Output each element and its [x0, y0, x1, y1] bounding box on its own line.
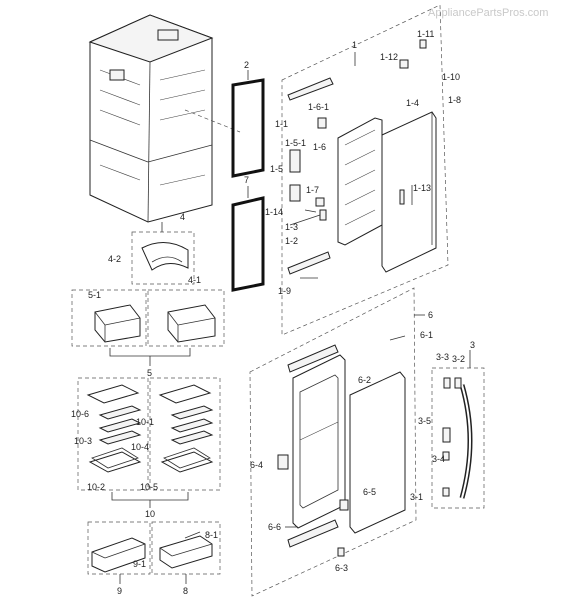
label-8: 8 [183, 586, 188, 596]
label-4-1: 4-1 [188, 275, 201, 285]
label-6: 6 [428, 310, 433, 320]
label-10-2: 10-2 [87, 482, 105, 492]
label-1-8: 1-8 [448, 95, 461, 105]
door-bin-9-1 [91, 537, 146, 573]
assembly-9-box [87, 521, 151, 575]
bin-4-2 [141, 242, 189, 271]
label-1-12: 1-12 [380, 52, 398, 62]
crisper-bin-5-right [167, 304, 216, 343]
label-10-6: 10-6 [71, 409, 89, 419]
label-1-13: 1-13 [413, 183, 431, 193]
label-3-2: 3-2 [452, 354, 465, 364]
outer-door-panel-1-4 [381, 111, 437, 273]
door-gasket-7 [231, 186, 265, 292]
watermark-text: AppliancePartsPros.com [428, 7, 548, 19]
label-3-3: 3-3 [436, 352, 449, 362]
label-1-2: 1-2 [285, 236, 298, 246]
assembly-5-left-box [71, 289, 147, 347]
label-6-5: 6-5 [363, 487, 376, 497]
label-10-5: 10-5 [140, 482, 158, 492]
door-parts-1 [287, 39, 427, 279]
assembly-3-box [431, 367, 485, 509]
label-7: 7 [244, 175, 249, 185]
assembly-10-right-box [149, 377, 221, 491]
assembly-1-boundary [281, 4, 449, 336]
label-6-2: 6-2 [358, 375, 371, 385]
label-6-6: 6-6 [268, 522, 281, 532]
label-1-6-1: 1-6-1 [308, 102, 329, 112]
label-6-4: 6-4 [250, 460, 263, 470]
label-9: 9 [117, 586, 122, 596]
door-gasket-2 [231, 70, 265, 178]
label-1: 1 [352, 40, 357, 50]
label-10-1: 10-1 [136, 417, 154, 427]
label-4-2: 4-2 [108, 254, 121, 264]
label-1-7: 1-7 [306, 185, 319, 195]
label-1-5: 1-5 [270, 164, 283, 174]
label-10: 10 [145, 509, 155, 519]
label-1-3: 1-3 [285, 222, 298, 232]
label-8-1: 8-1 [205, 530, 218, 540]
refrigerator-cabinet [88, 14, 241, 223]
label-2: 2 [244, 60, 249, 70]
label-3-4: 3-4 [432, 454, 445, 464]
label-1-6: 1-6 [313, 142, 326, 152]
label-5: 5 [147, 368, 152, 378]
label-5-1: 5-1 [88, 290, 101, 300]
label-1-4: 1-4 [406, 98, 419, 108]
door-liner-6 [292, 354, 346, 529]
outer-door-panel-6-2 [349, 371, 406, 534]
label-3-1: 3-1 [410, 492, 423, 502]
door-liner-1 [337, 117, 383, 246]
door-bin-8 [159, 531, 213, 569]
label-1-9: 1-9 [278, 286, 291, 296]
assembly-10-left-box [77, 377, 149, 491]
drawer-tray-10-right [158, 384, 214, 473]
label-1-10: 1-10 [442, 72, 460, 82]
label-10-4: 10-4 [131, 442, 149, 452]
label-6-1: 6-1 [420, 330, 433, 340]
label-3: 3 [470, 340, 475, 350]
assembly-6-boundary [249, 287, 417, 597]
label-10-3: 10-3 [74, 436, 92, 446]
label-4: 4 [180, 212, 185, 222]
assembly-4-box [131, 231, 195, 285]
label-9-1: 9-1 [133, 559, 146, 569]
label-1-5-1: 1-5-1 [285, 138, 306, 148]
door-handle-3 [442, 377, 473, 499]
label-1-1: 1-1 [275, 119, 288, 129]
label-1-11: 1-11 [417, 29, 434, 39]
label-1-14: 1-14 [265, 207, 283, 217]
drawer-tray-10-left [86, 384, 142, 473]
label-3-5: 3-5 [418, 416, 431, 426]
crisper-bin-5-left [94, 304, 141, 343]
door-parts-6 [277, 335, 406, 557]
label-6-3: 6-3 [335, 563, 348, 573]
assembly-5-right-box [147, 289, 225, 347]
